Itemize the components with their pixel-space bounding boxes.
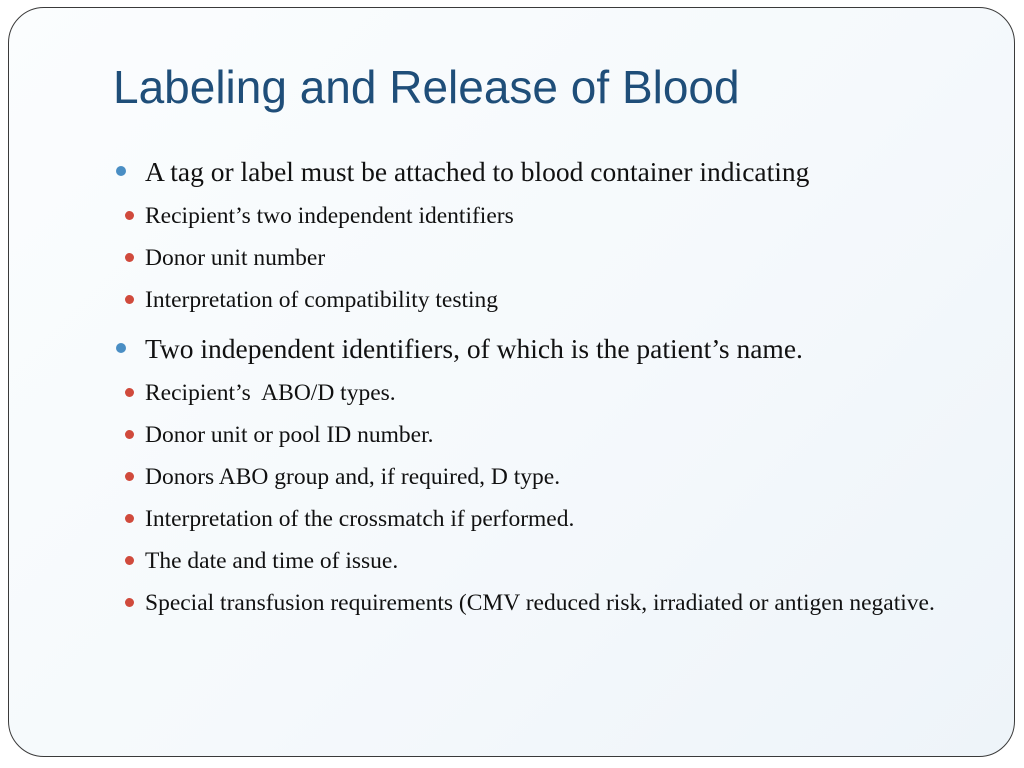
slide-title: Labeling and Release of Blood <box>113 61 740 113</box>
bullet-dot-icon <box>116 166 126 176</box>
sub-bullet-text: Donor unit number <box>145 245 326 271</box>
sub-bullet-text: Interpretation of the crossmatch if perf… <box>145 506 575 532</box>
bullet-text: A tag or label must be attached to blood… <box>145 156 810 187</box>
sub-bullet-item: Donors ABO group and, if required, D typ… <box>115 456 975 498</box>
sub-bullet-dot-icon <box>125 430 134 439</box>
bullet-text: Two independent identifiers, of which is… <box>145 333 803 364</box>
sub-bullet-text: The date and time of issue. <box>145 548 399 574</box>
sub-bullet-list: Recipient’s ABO/D types. Donor unit or p… <box>125 372 975 624</box>
bullet-item: Two independent identifiers, of which is… <box>115 329 975 624</box>
sub-bullet-item: Recipient’s ABO/D types. <box>115 372 975 414</box>
sub-bullet-dot-icon <box>125 514 134 523</box>
bullet-dot-icon <box>116 343 126 353</box>
sub-bullet-item: Donor unit number <box>115 237 975 279</box>
sub-bullet-text: Donor unit or pool ID number. <box>145 422 434 448</box>
sub-bullet-dot-icon <box>125 388 134 397</box>
sub-bullet-item: Donor unit or pool ID number. <box>115 414 975 456</box>
slide-frame <box>8 7 1015 757</box>
sub-bullet-item: Special transfusion requirements (CMV re… <box>115 582 975 624</box>
sub-bullet-item: Interpretation of compatibility testing <box>115 279 975 321</box>
sub-bullet-dot-icon <box>125 253 134 262</box>
sub-bullet-dot-icon <box>125 211 134 220</box>
sub-bullet-dot-icon <box>125 598 134 607</box>
sub-bullet-text: Recipient’s two independent identifiers <box>145 203 514 229</box>
sub-bullet-item: Interpretation of the crossmatch if perf… <box>115 498 975 540</box>
sub-bullet-dot-icon <box>125 556 134 565</box>
sub-bullet-dot-icon <box>125 472 134 481</box>
sub-bullet-item: The date and time of issue. <box>115 540 975 582</box>
sub-bullet-list: Recipient’s two independent identifiers … <box>125 195 975 321</box>
sub-bullet-dot-icon <box>125 295 134 304</box>
bullet-item: A tag or label must be attached to blood… <box>115 152 975 321</box>
sub-bullet-item: Recipient’s two independent identifiers <box>115 195 975 237</box>
bullet-list: A tag or label must be attached to blood… <box>115 152 975 628</box>
sub-bullet-text: Interpretation of compatibility testing <box>145 287 499 313</box>
sub-bullet-text: Donors ABO group and, if required, D typ… <box>145 464 561 490</box>
sub-bullet-text: Special transfusion requirements (CMV re… <box>145 590 935 616</box>
sub-bullet-text: Recipient’s ABO/D types. <box>145 380 396 406</box>
